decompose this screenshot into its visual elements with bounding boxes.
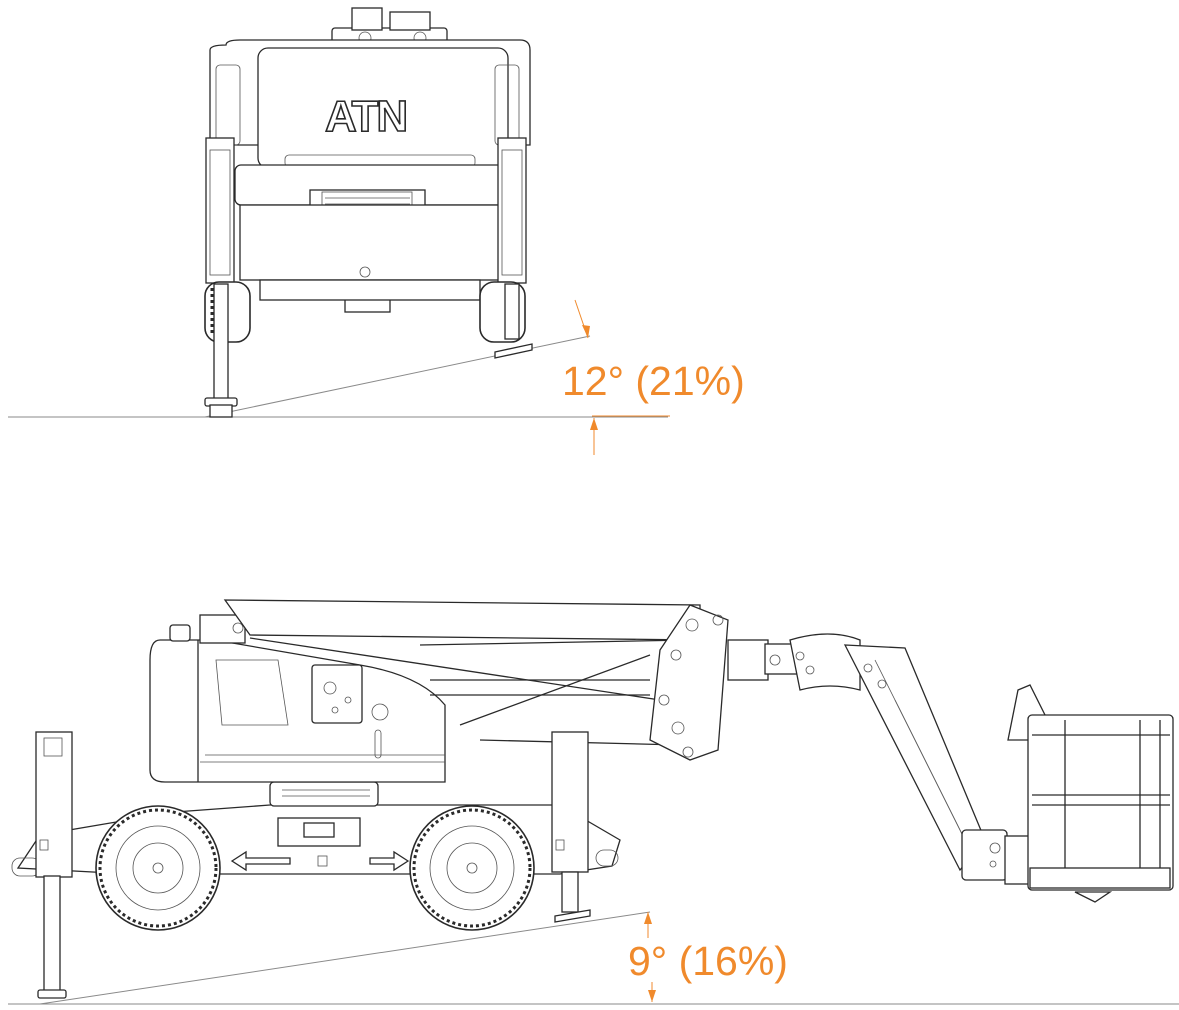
front-machine: ATN [204,7,533,418]
front-angle-dimension [574,299,670,455]
front-view: ATN [8,7,745,455]
side-angle-dimension [644,912,656,1002]
side-slope-label: 9° (16%) [628,938,788,984]
front-slope-label: 12° (21%) [562,358,745,404]
brand-logo: ATN [325,92,406,141]
side-view: 9° (16%) [8,599,1179,1005]
side-machine [11,599,1174,999]
side-slope-line [39,911,651,1005]
